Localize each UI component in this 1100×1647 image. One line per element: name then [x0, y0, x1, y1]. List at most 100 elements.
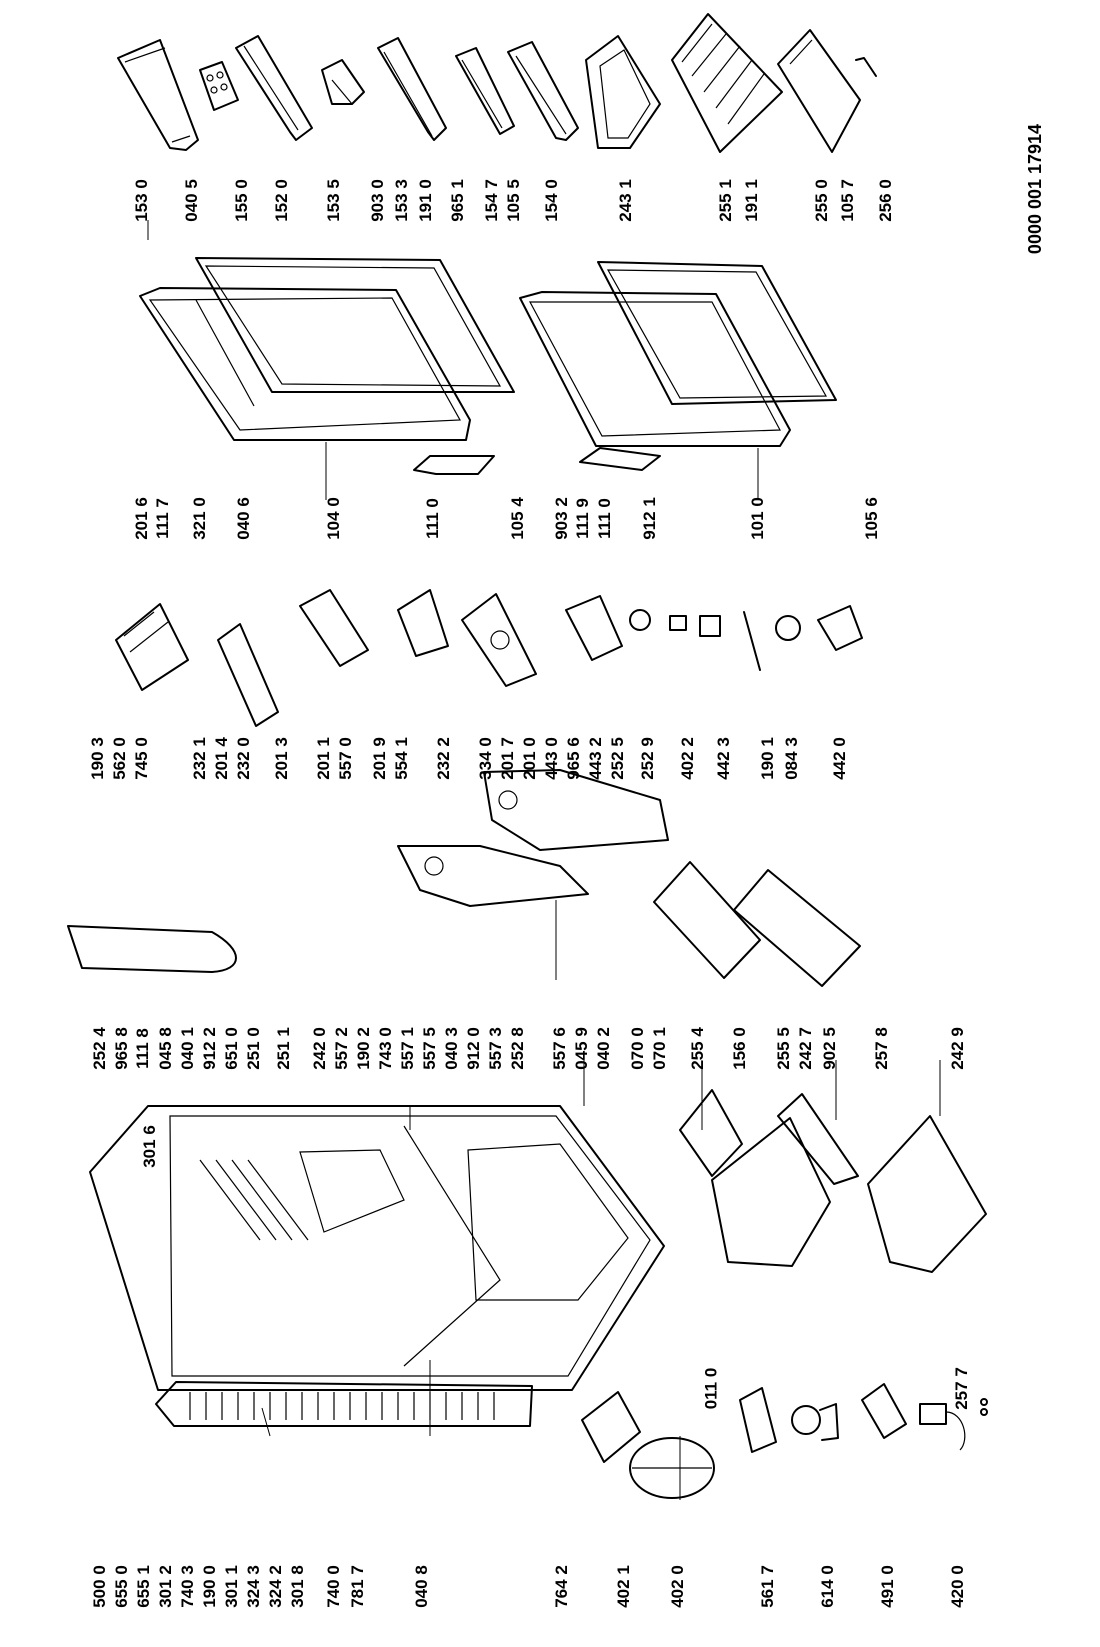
part-label: 155 0 [231, 179, 251, 222]
part-label: 912 1 [639, 497, 659, 540]
part-label: 324 3 [243, 1565, 263, 1608]
part-label: 111 0 [422, 498, 442, 539]
part-label: 040 6 [233, 497, 253, 540]
part-label: 301 2 [155, 1565, 175, 1608]
part-label: 257 8 [871, 1027, 891, 1070]
part-label: 255 1 [715, 179, 735, 222]
part-label: 743 0 [375, 1027, 395, 1070]
part-label: 324 2 [265, 1565, 285, 1608]
part-label: 105 6 [861, 497, 881, 540]
starter-6140 [791, 1403, 839, 1441]
part-label: 321 0 [189, 497, 209, 540]
capacitor-4200 [919, 1403, 966, 1451]
part-label: 255 5 [773, 1027, 793, 1070]
part-label: 101 0 [747, 497, 767, 540]
part-label: 255 0 [811, 179, 831, 222]
part-label: 491 0 [877, 1565, 897, 1608]
part-label: 334 0 [475, 737, 495, 780]
part-label: 011 0 [701, 1367, 721, 1410]
evaporator-plate-2011 [299, 589, 369, 667]
part-label: 105 5 [503, 179, 523, 222]
glass-shelf-2551 [671, 13, 783, 153]
part-label: 442 0 [829, 737, 849, 780]
part-label: 111 8 [132, 1028, 152, 1069]
light-cover-2320 [217, 623, 279, 727]
part-label: 040 3 [441, 1027, 461, 1070]
part-label: 105 4 [507, 497, 527, 540]
trim-strip-2560 [855, 57, 877, 77]
part-label: 614 0 [817, 1565, 837, 1608]
rear-duct-5576 [397, 845, 589, 907]
part-label: 152 0 [271, 179, 291, 222]
cabinet-body [89, 1105, 665, 1391]
part-label: 557 6 [549, 1027, 569, 1070]
lower-door-1010 [519, 291, 791, 447]
fan-cover-2010 [461, 593, 537, 687]
part-label: 045 8 [155, 1027, 175, 1070]
part-label: 252 9 [637, 737, 657, 780]
part-label: 255 4 [687, 1027, 707, 1070]
egg-tray-1550 [199, 61, 239, 111]
part-label: 111 9 [572, 498, 592, 539]
compressor-tray-4021 [581, 1391, 641, 1463]
lower-gasket-1911 [597, 261, 837, 405]
part-label: 104 0 [323, 497, 343, 540]
part-label: 651 0 [221, 1027, 241, 1070]
part-label: 201 4 [211, 737, 231, 780]
part-label: 201 9 [369, 737, 389, 780]
part-label: 040 5 [181, 179, 201, 222]
part-label: 740 3 [177, 1565, 197, 1608]
part-label: 252 4 [89, 1027, 109, 1070]
part-label: 257 7 [951, 1367, 971, 1410]
part-label: 232 0 [233, 737, 253, 780]
part-label: 232 2 [433, 737, 453, 780]
door-shelf-1533 [377, 37, 447, 141]
part-label: 557 2 [331, 1027, 351, 1070]
part-label: 301 1 [221, 1565, 241, 1608]
part-label: 201 6 [131, 497, 151, 540]
part-label: 153 0 [131, 179, 151, 222]
part-label: 252 5 [607, 737, 627, 780]
part-label: 045 9 [571, 1027, 591, 1070]
duct-2322 [397, 589, 449, 657]
part-label: 301 8 [287, 1565, 307, 1608]
part-label: 402 1 [613, 1565, 633, 1608]
part-label: 655 1 [133, 1565, 153, 1608]
part-label: 190 0 [199, 1565, 219, 1608]
part-label: 500 0 [89, 1565, 109, 1608]
part-label: 912 0 [463, 1027, 483, 1070]
upper-door-1040 [139, 287, 471, 441]
part-label: 764 2 [551, 1565, 571, 1608]
part-label: 191 0 [415, 179, 435, 222]
door-shelf-1530 [117, 39, 199, 151]
part-label: 251 1 [273, 1027, 293, 1070]
part-label: 040 1 [177, 1027, 197, 1070]
part-label: 153 5 [323, 179, 343, 222]
part-label: 781 7 [347, 1565, 367, 1608]
part-label: 251 0 [243, 1027, 263, 1070]
part-label: 040 8 [411, 1565, 431, 1608]
rear-duct-2525 [483, 769, 669, 851]
part-label: 070 1 [649, 1027, 669, 1070]
part-label: 443 0 [541, 737, 561, 780]
part-label: 557 5 [419, 1027, 439, 1070]
ice-tray-1560 [679, 1089, 743, 1177]
part-label: 201 0 [519, 737, 539, 780]
part-label: 562 0 [109, 737, 129, 780]
part-label: 156 0 [729, 1027, 749, 1070]
part-label: 153 3 [391, 179, 411, 222]
door-shelf-1540 [507, 41, 579, 141]
door-shelf-1547 [455, 47, 515, 135]
part-label: 084 3 [781, 737, 801, 780]
door-handles [413, 447, 661, 475]
part-label: 965 8 [111, 1027, 131, 1070]
part-label: 190 1 [757, 737, 777, 780]
part-label: 965 6 [563, 737, 583, 780]
glass-shelf-2555 [733, 869, 861, 987]
part-label: 965 1 [447, 179, 467, 222]
leader-lines [147, 220, 941, 1500]
part-label: 252 8 [507, 1027, 527, 1070]
part-label: 554 1 [391, 737, 411, 780]
overload-4910 [861, 1383, 907, 1439]
